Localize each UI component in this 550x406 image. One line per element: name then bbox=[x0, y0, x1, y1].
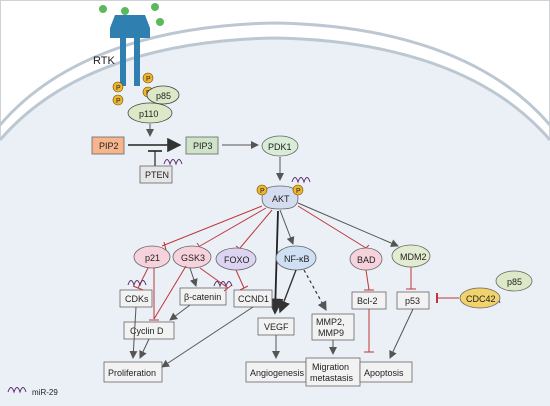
bcl2-label: Bcl-2 bbox=[357, 296, 378, 306]
mmp-box bbox=[311, 313, 355, 341]
p21-label: p21 bbox=[145, 253, 160, 263]
angiogenesis-label: Angiogenesis bbox=[250, 368, 305, 378]
gsk3-label: GSK3 bbox=[181, 253, 205, 263]
legend-mirna-label: miR-29 bbox=[32, 388, 58, 397]
migration-box bbox=[305, 357, 361, 387]
mirna-icon bbox=[291, 177, 311, 184]
membrane-inner bbox=[0, 36, 550, 141]
akt-node bbox=[261, 185, 299, 210]
cdc42-label: CDC42 bbox=[466, 294, 496, 304]
ccnd1-label: CCND1 bbox=[238, 294, 269, 304]
apoptosis-label: Apoptosis bbox=[364, 368, 404, 378]
phospho-label: P bbox=[116, 85, 121, 92]
phospho-label: P bbox=[260, 188, 265, 195]
p85-node bbox=[495, 270, 533, 292]
p85-subunit bbox=[146, 85, 180, 105]
rtk-receptor bbox=[99, 3, 164, 86]
pip3-label: PIP3 bbox=[193, 141, 213, 151]
akt-phospho-right bbox=[292, 184, 304, 196]
cdc42-node bbox=[459, 287, 501, 309]
migration-label-line1: Migration bbox=[312, 362, 349, 372]
akt-phospho-left bbox=[256, 184, 268, 196]
mirna-icon bbox=[163, 159, 183, 166]
vegf-label: VEGF bbox=[264, 322, 289, 332]
pip3-box bbox=[185, 136, 219, 155]
legend-mirna-icon bbox=[7, 387, 27, 394]
pten-label: PTEN bbox=[145, 170, 169, 180]
bcatenin-label: β-catenin bbox=[184, 292, 221, 302]
mdm2-label: MDM2 bbox=[400, 252, 427, 262]
bad-label: BAD bbox=[357, 255, 376, 265]
phospho-label: P bbox=[146, 76, 151, 83]
pip2-label: PIP2 bbox=[99, 141, 119, 151]
proliferation-label: Proliferation bbox=[108, 368, 156, 378]
p110-subunit bbox=[127, 102, 173, 124]
apoptosis-box bbox=[359, 361, 413, 383]
activation-edges bbox=[129, 306, 414, 368]
p85-node-label: p85 bbox=[507, 277, 522, 287]
mirna-icon bbox=[127, 280, 147, 287]
nfkb-label: NF-κB bbox=[284, 254, 310, 264]
pdk1-label: PDK1 bbox=[268, 142, 292, 152]
migration-label-line2: metastasis bbox=[310, 373, 354, 383]
rtk-label: RTK bbox=[93, 55, 115, 67]
gsk3-node bbox=[172, 245, 212, 269]
p85-label: p85 bbox=[156, 91, 171, 101]
mmp-label-line1: MMP2, bbox=[316, 317, 345, 327]
mmp-label-line2: MMP9 bbox=[318, 328, 344, 338]
akt-to-nfkb-arrow bbox=[279, 209, 295, 245]
proliferation-box bbox=[103, 361, 163, 383]
phospho-label: P bbox=[296, 188, 301, 195]
gsk3-to-bcatenin-arrow bbox=[189, 267, 198, 287]
nfkb-to-vegf-arrow bbox=[278, 269, 297, 314]
pten-box bbox=[139, 165, 173, 184]
pip2-box bbox=[91, 136, 125, 155]
akt-label: AKT bbox=[272, 194, 290, 204]
cyclind-label: Cyclin D bbox=[130, 326, 164, 336]
inhibition-edges bbox=[132, 265, 416, 353]
p53-label: p53 bbox=[405, 296, 420, 306]
akt-to-mdm2-arrow bbox=[297, 202, 399, 247]
cdks-label: CDKs bbox=[125, 294, 149, 304]
nfkb-to-mmp-arrow bbox=[303, 269, 327, 312]
foxo-label: FOXO bbox=[224, 255, 250, 265]
akt-to-vegf-arrow bbox=[267, 210, 284, 315]
bcatenin-to-cyclind-arrow bbox=[169, 304, 191, 321]
p21-node bbox=[133, 245, 171, 269]
pdk1-node bbox=[261, 135, 299, 157]
p110-label: p110 bbox=[139, 109, 158, 119]
akt-inhibition-edges bbox=[161, 205, 370, 252]
phospho-label: P bbox=[116, 98, 121, 105]
membrane-outer bbox=[0, 21, 550, 126]
bcatenin-box bbox=[179, 287, 227, 306]
mirna-icon bbox=[213, 281, 233, 288]
cytoplasm bbox=[0, 38, 550, 406]
